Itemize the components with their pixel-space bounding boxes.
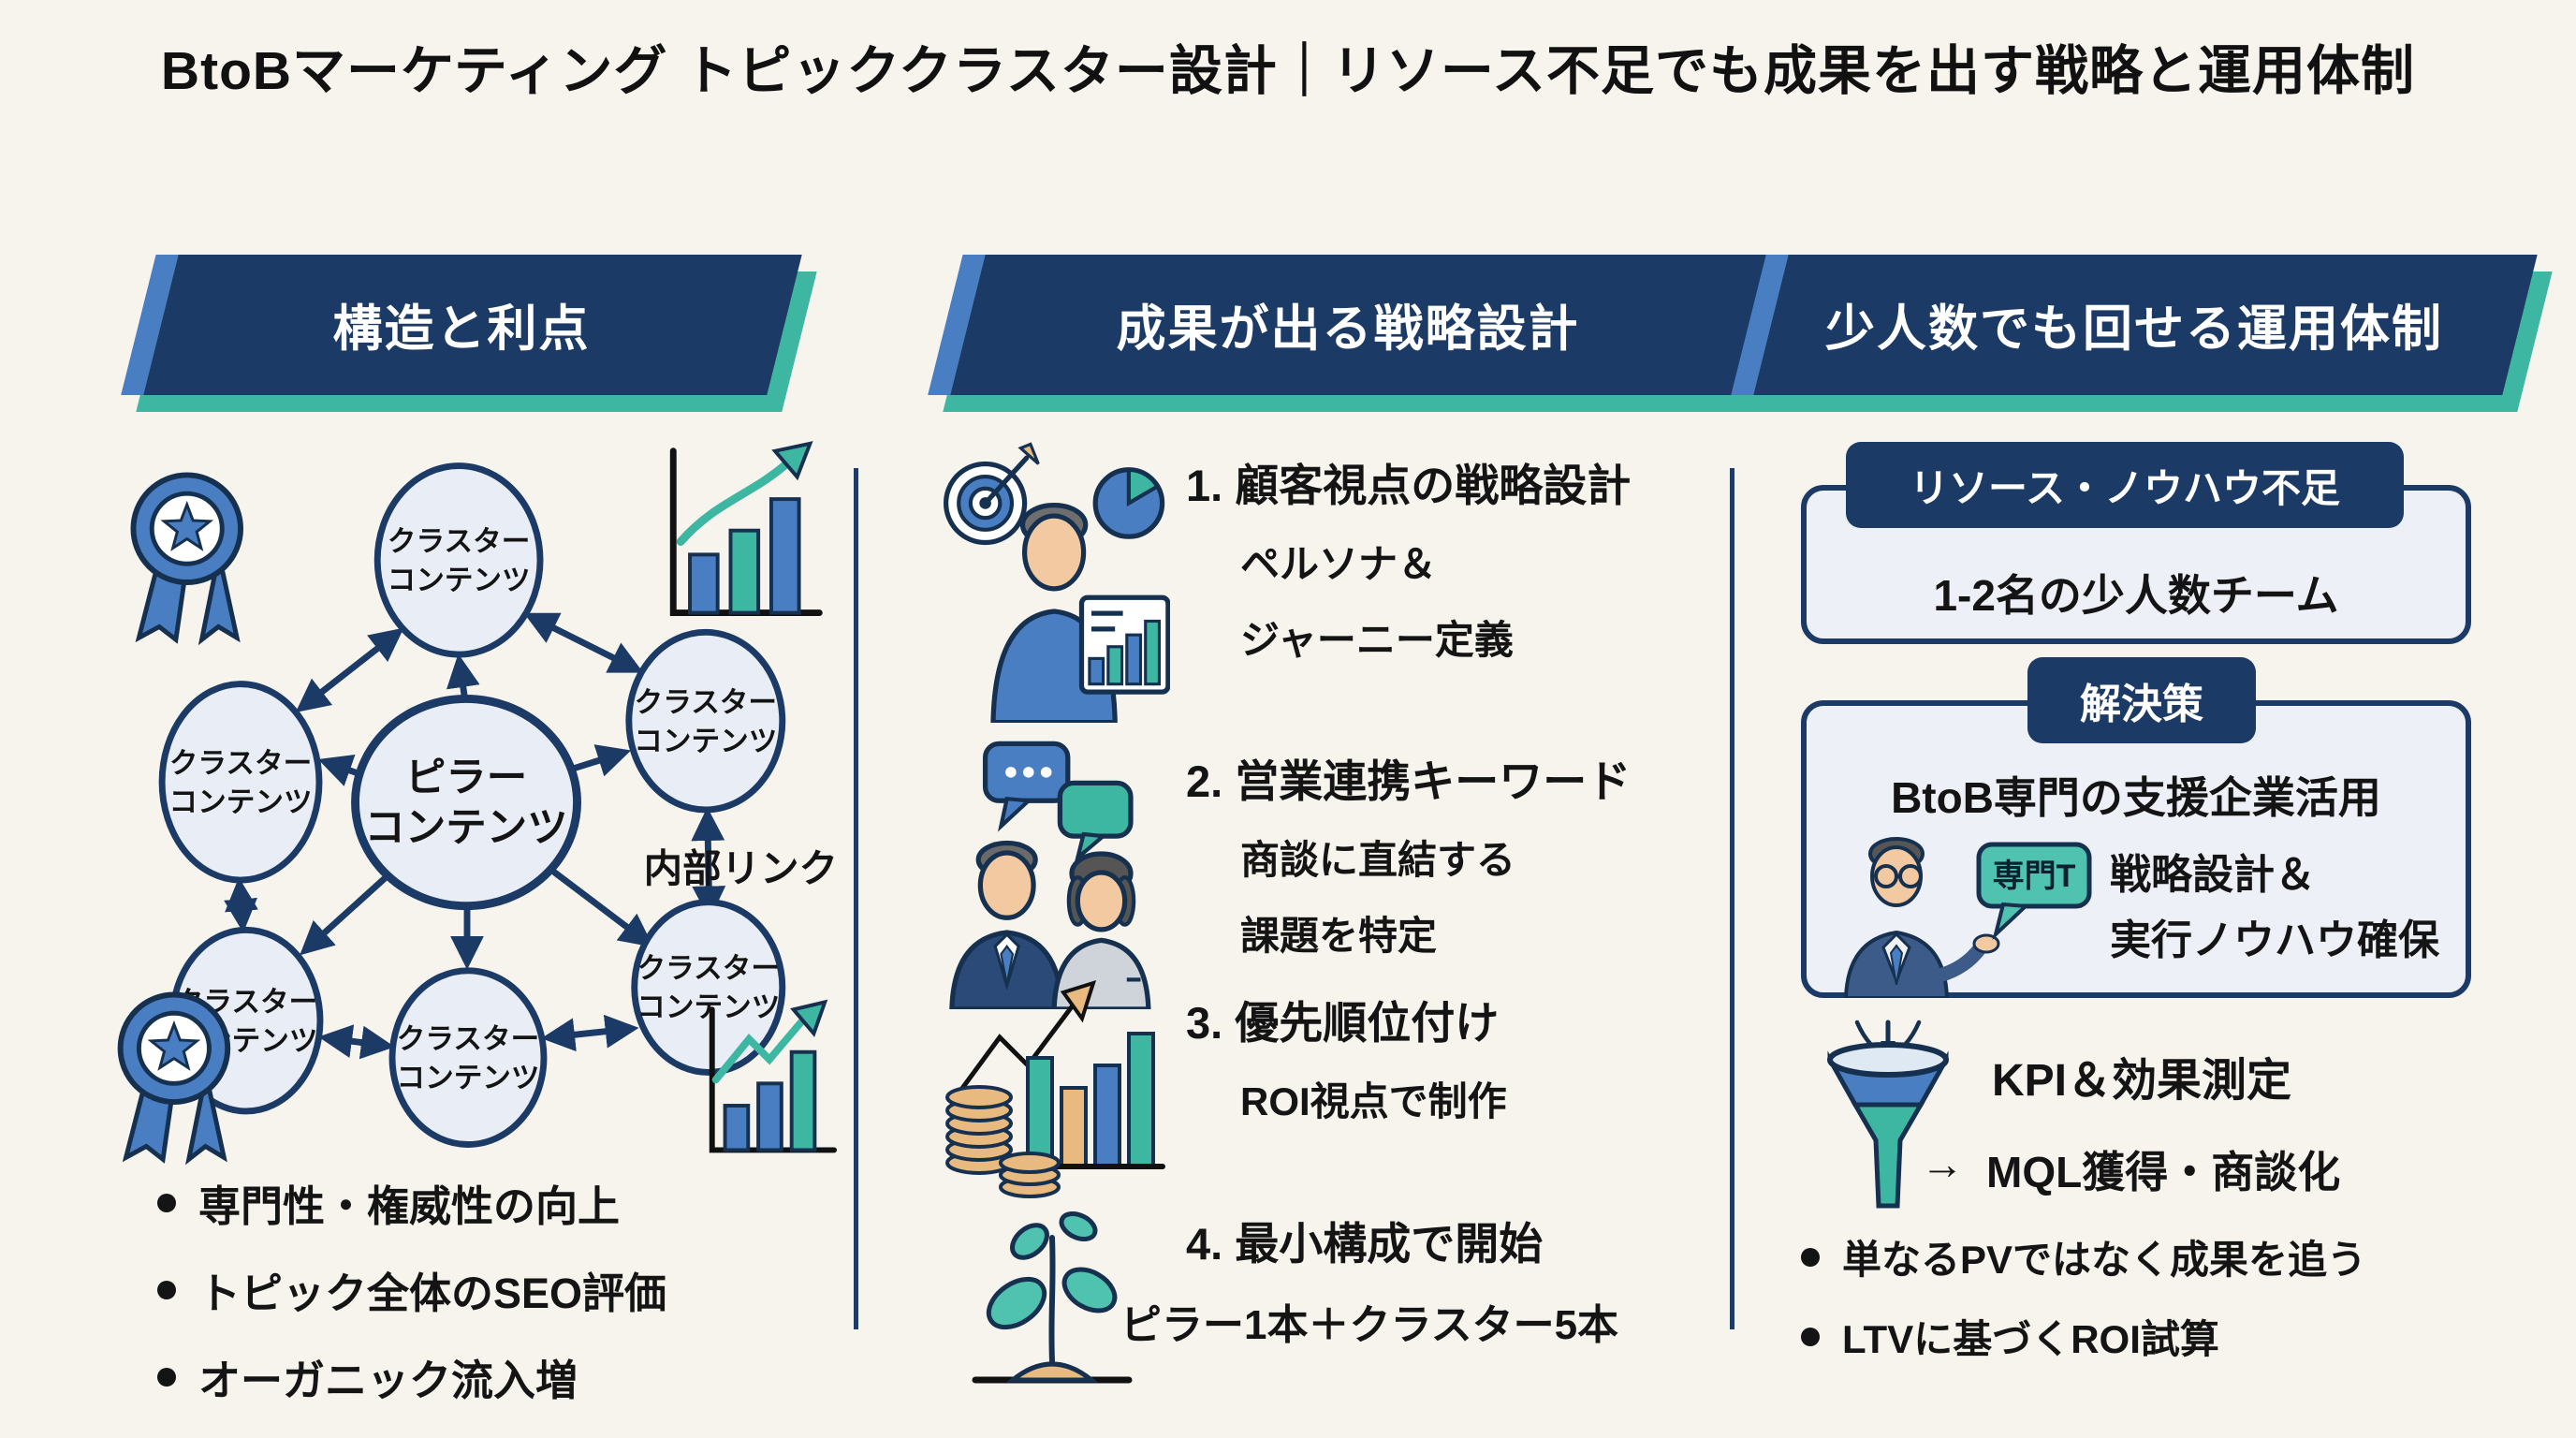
growth-chart-icon [709, 999, 838, 1153]
principle-text: LTVに基づくROI試算 [1842, 1317, 2219, 1361]
bullet-dot-icon [1801, 1247, 1820, 1267]
list-item: トピック全体のSEO評価 [157, 1259, 666, 1320]
step-heading: 顧客視点の戦略設計 [1235, 461, 1632, 510]
cluster-content-node: クラスター コンテンツ [625, 628, 786, 814]
svg-text:クラスター: クラスター [169, 747, 312, 779]
bullet-dot-icon [157, 1280, 176, 1299]
svg-text:クラスター: クラスター [397, 1023, 539, 1055]
sales-conversation-icon [931, 738, 1173, 1009]
svg-text:コンテンツ: コンテンツ [364, 806, 567, 851]
solution-line: 戦略設計＆ [2110, 852, 2316, 898]
solution-lines: 戦略設計＆ 実行ノウハウ確保 [2110, 829, 2439, 975]
structure-benefits-list: 専門性・権威性の向上 トピック全体のSEO評価 オーガニック流入増 [157, 1172, 666, 1433]
internal-link-arrows [224, 612, 726, 1060]
strategy-step-1: 1. 顧客視点の戦略設計 ペルソナ＆ ジャーニー定義 [931, 442, 1736, 723]
internal-link-label: 内部リンク [644, 846, 838, 890]
step-detail: ROI視点で制作 [1240, 1079, 1507, 1123]
bullet-dot-icon [157, 1367, 176, 1387]
step-detail: 課題を特定 [1240, 914, 1438, 958]
step-title: 1. 顧客視点の戦略設計 [1186, 449, 1631, 514]
step-number: 2. [1186, 756, 1223, 806]
operation-principles-list: 単なるPVではなく成果を追う LTVに基づくROI試算 [1801, 1228, 2366, 1387]
benefit-text: トピック全体のSEO評価 [198, 1269, 667, 1317]
cluster-content-node: クラスター コンテンツ [631, 899, 786, 1076]
step-heading: 営業連携キーワード [1235, 756, 1632, 806]
step-text: 2. 営業連携キーワード 商談に直結する 課題を特定 [1186, 738, 1631, 1009]
step-number: 4. [1186, 1219, 1223, 1269]
solution-heading: BtoB専門の支援企業活用 [1891, 773, 2381, 822]
problem-box-tab: リソース・ノウハウ不足 [1846, 442, 2404, 528]
step-detail: ペルソナ＆ [1240, 542, 1438, 586]
topic-cluster-diagram: ピラー コンテンツ クラスター コンテンツ クラスター コンテンツ クラスター … [117, 441, 838, 1166]
kpi-result: → MQL獲得・商談化 [1921, 1138, 2340, 1200]
section-header-operation: 少人数でも回せる運用体制 [1731, 255, 2553, 412]
column-divider-left [854, 468, 858, 1329]
step-title: 4. 最小構成で開始 [1186, 1208, 1618, 1272]
growth-chart-icon [669, 441, 823, 617]
list-item: オーガニック流入増 [157, 1346, 666, 1407]
pillar-content-node: ピラー コンテンツ [351, 695, 581, 911]
svg-text:コンテンツ: コンテンツ [396, 1062, 539, 1093]
step-detail: ジャーニー定義 [1240, 618, 1514, 662]
persona-target-chart-icon [931, 442, 1173, 723]
principle-text: 単なるPVではなく成果を追う [1842, 1238, 2367, 1282]
strategy-step-2: 2. 営業連携キーワード 商談に直結する 課題を特定 [931, 738, 1736, 1009]
step-text: 3. 優先順位付け ROI視点で制作 [1186, 979, 1507, 1199]
section-header-structure: 構造と利点 [121, 255, 817, 412]
seedling-icon [931, 1200, 1173, 1392]
strategy-step-3: 3. 優先順位付け ROI視点で制作 [931, 979, 1736, 1199]
section-header-label: 成果が出る戦略設計 [1116, 301, 1580, 357]
list-item: 専門性・権威性の向上 [157, 1172, 666, 1233]
cluster-content-node: クラスター コンテンツ [373, 462, 544, 658]
cluster-content-node: クラスター コンテンツ [388, 967, 548, 1148]
list-item: 単なるPVではなく成果を追う [1801, 1228, 2366, 1285]
list-item: LTVに基づくROI試算 [1801, 1308, 2366, 1365]
strategy-step-4: 4. 最小構成で開始 ピラー1本＋クラスター5本 [931, 1200, 1736, 1392]
cluster-content-node: クラスター コンテンツ [158, 681, 323, 884]
svg-text:クラスター: クラスター [388, 525, 530, 557]
solution-line: 実行ノウハウ確保 [2110, 917, 2439, 964]
page-title: BtoBマーケティング トピッククラスター設計｜リソース不足でも成果を出す戦略と… [160, 41, 2416, 101]
solution-box: BtoB専門の支援企業活用 専門T 戦略設計＆ 実行ノウハウ確保 [1801, 700, 2471, 998]
step-title: 3. 優先順位付け [1186, 987, 1507, 1051]
step-heading: 優先順位付け [1235, 998, 1500, 1048]
funnel-icon [1808, 1019, 1968, 1225]
arrow-right-icon: → [1921, 1139, 1964, 1188]
benefit-text: オーガニック流入増 [198, 1357, 578, 1404]
benefit-text: 専門性・権威性の向上 [198, 1182, 621, 1230]
coins-growth-chart-icon [931, 979, 1173, 1199]
svg-text:クラスター: クラスター [635, 686, 777, 718]
consultant-icon: 専門T [1843, 837, 2092, 998]
bubble-label: 専門T [1993, 858, 2076, 894]
kpi-result-text: MQL獲得・商談化 [1986, 1148, 2341, 1196]
step-text: 1. 顧客視点の戦略設計 ペルソナ＆ ジャーニー定義 [1186, 442, 1631, 723]
kpi-title: KPI＆効果測定 [1992, 1056, 2292, 1106]
section-header-label: 構造と利点 [332, 301, 591, 357]
step-text: 4. 最小構成で開始 ピラー1本＋クラスター5本 [1120, 1200, 1618, 1392]
step-heading: 最小構成で開始 [1235, 1219, 1544, 1269]
svg-text:コンテンツ: コンテンツ [388, 565, 531, 596]
step-detail: ピラー1本＋クラスター5本 [1120, 1302, 1619, 1348]
bullet-dot-icon [157, 1193, 176, 1212]
bullet-dot-icon [1801, 1327, 1820, 1346]
step-number: 3. [1186, 998, 1223, 1048]
award-badge-icon [117, 991, 231, 1166]
column-divider-right [1730, 468, 1734, 1329]
award-badge-icon [130, 472, 243, 646]
problem-text: 1-2名の少人数チーム [1933, 571, 2339, 620]
solution-box-tab: 解決策 [2027, 657, 2256, 743]
section-header-strategy: 成果が出る戦略設計 [928, 255, 1783, 412]
svg-text:ピラー: ピラー [405, 756, 527, 800]
svg-text:コンテンツ: コンテンツ [634, 726, 777, 757]
svg-text:コンテンツ: コンテンツ [169, 786, 313, 818]
step-detail: 商談に直結する [1240, 838, 1516, 882]
svg-text:コンテンツ: コンテンツ [637, 991, 780, 1023]
step-number: 1. [1186, 461, 1223, 510]
section-header-label: 少人数でも回せる運用体制 [1825, 301, 2443, 357]
step-title: 2. 営業連携キーワード [1186, 745, 1631, 810]
svg-text:クラスター: クラスター [637, 953, 780, 985]
solution-detail-row: 専門T 戦略設計＆ 実行ノウハウ確保 [1807, 829, 2466, 998]
